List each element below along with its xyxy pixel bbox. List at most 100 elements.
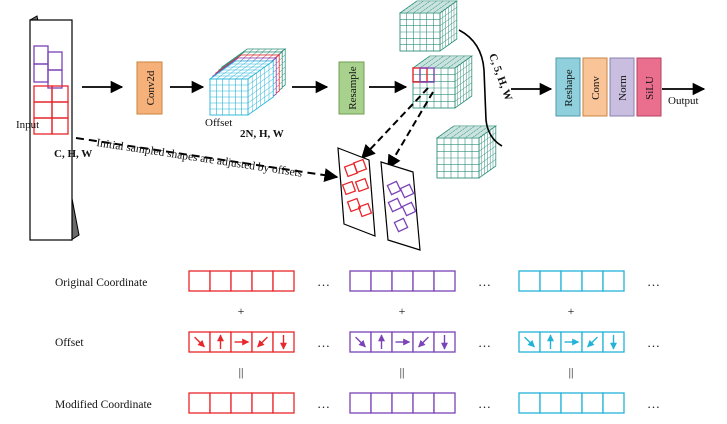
reshape-block	[555, 57, 581, 117]
coordinate-cell	[581, 392, 604, 414]
cyan-offset-cells	[518, 331, 625, 353]
coordinate-cell	[560, 270, 583, 292]
coordinate-cell	[370, 392, 393, 414]
ellipsis: …	[317, 274, 330, 289]
cyan-modified-cells	[518, 392, 625, 414]
ellipsis: …	[317, 396, 330, 411]
equals-sign: ||	[400, 365, 405, 379]
equals-sign: ||	[239, 365, 244, 379]
coordinate-cell	[391, 392, 414, 414]
plus-sign: +	[238, 304, 245, 318]
offset-layer-5	[208, 60, 275, 116]
coordinate-cell	[391, 270, 414, 292]
modified-coordinate-label: Modified Coordinate	[55, 399, 152, 411]
norm-label: Norm	[617, 75, 629, 101]
plus-sign: +	[399, 304, 406, 318]
conv2d-block	[136, 61, 163, 115]
offset-arrow-down-left	[418, 336, 429, 348]
ellipsis: …	[647, 335, 660, 350]
coordinate-cell	[560, 392, 583, 414]
ellipsis: …	[317, 335, 330, 350]
purple-offset-cells	[349, 331, 456, 353]
ellipsis: …	[478, 335, 491, 350]
offset-label: Offset	[205, 117, 232, 129]
conv-block	[582, 57, 608, 117]
coordinate-cell	[230, 270, 253, 292]
reshape-label: Reshape	[563, 69, 575, 106]
resample-label: Resample	[347, 66, 359, 109]
coordinate-cell	[188, 270, 211, 292]
input-dims-label: C, H, W	[54, 148, 92, 160]
annotation-text: Initial sampled shapes are adjusted by o…	[96, 137, 304, 180]
coordinate-table: Original Coordinate Offset Modified Coor…	[55, 270, 660, 414]
purple-modified-cells	[349, 392, 456, 414]
red-sample-panel	[337, 147, 376, 237]
offset-arrow-down-left	[587, 336, 598, 348]
coordinate-cell	[188, 392, 211, 414]
cyan-original-cells	[518, 270, 625, 292]
resampled-feature-cubes	[398, 0, 498, 179]
purple-deformed-cells	[386, 180, 417, 233]
conv-label: Conv	[590, 76, 602, 100]
original-coordinate-label: Original Coordinate	[55, 277, 147, 289]
coordinate-cell	[370, 270, 393, 292]
output-label: Output	[668, 95, 699, 107]
coordinate-cell	[209, 270, 232, 292]
coordinate-cell	[230, 392, 253, 414]
coordinate-cell	[602, 270, 625, 292]
coordinate-cell	[209, 392, 232, 414]
plus-sign: +	[568, 304, 575, 318]
coordinate-cell	[433, 270, 456, 292]
offset-arrow-down-left	[257, 336, 268, 348]
coordinate-cell	[539, 270, 562, 292]
coordinate-cell	[539, 392, 562, 414]
coordinate-cell	[412, 392, 435, 414]
coordinate-cell	[251, 270, 274, 292]
middle-cube-purple-highlight	[419, 67, 435, 83]
coordinate-cell	[412, 270, 435, 292]
dashed-arrow-purple-sample	[387, 91, 434, 170]
purple-sample-panel	[380, 161, 421, 251]
coordinate-cell	[581, 270, 604, 292]
coordinate-cell	[433, 392, 456, 414]
ellipsis: …	[478, 274, 491, 289]
silu-block	[636, 57, 662, 117]
ellipsis: …	[478, 396, 491, 411]
norm-block	[609, 57, 635, 117]
ellipsis: …	[647, 274, 660, 289]
stack-brace	[458, 29, 503, 147]
resample-block	[338, 61, 365, 115]
input-feature-map	[29, 15, 80, 241]
offset-dims-label: 2N, H, W	[240, 128, 284, 140]
coordinate-cell	[602, 392, 625, 414]
dashed-arrow-input-to-shapes	[75, 137, 339, 183]
red-offset-cells	[188, 331, 295, 353]
cube-bottom	[435, 125, 498, 179]
input-red-cells	[33, 85, 69, 135]
input-purple-cells	[33, 45, 63, 89]
ellipsis: …	[647, 396, 660, 411]
coordinate-cell	[272, 270, 295, 292]
dashed-arrow-red-sample	[361, 87, 429, 160]
input-label: Input	[16, 119, 39, 131]
offset-grid-stack	[208, 48, 287, 116]
silu-label: SiLU	[644, 76, 656, 100]
input-face	[29, 19, 73, 241]
coordinate-cell	[272, 392, 295, 414]
coordinate-cell	[251, 392, 274, 414]
red-original-cells	[188, 270, 295, 292]
conv2d-label: Conv2d	[145, 70, 157, 105]
red-modified-cells	[188, 392, 295, 414]
equals-sign: ||	[569, 365, 574, 379]
red-deformed-cells	[341, 158, 373, 218]
offset-row-label: Offset	[55, 337, 84, 349]
coordinate-cell	[518, 392, 541, 414]
coordinate-cell	[349, 270, 372, 292]
coordinate-cell	[349, 392, 372, 414]
coordinate-cell	[518, 270, 541, 292]
purple-original-cells	[349, 270, 456, 292]
offset-arrow-down-right	[524, 336, 535, 348]
stack-dims-label: C, 5, H, W	[486, 52, 514, 102]
cube-top	[398, 0, 459, 52]
